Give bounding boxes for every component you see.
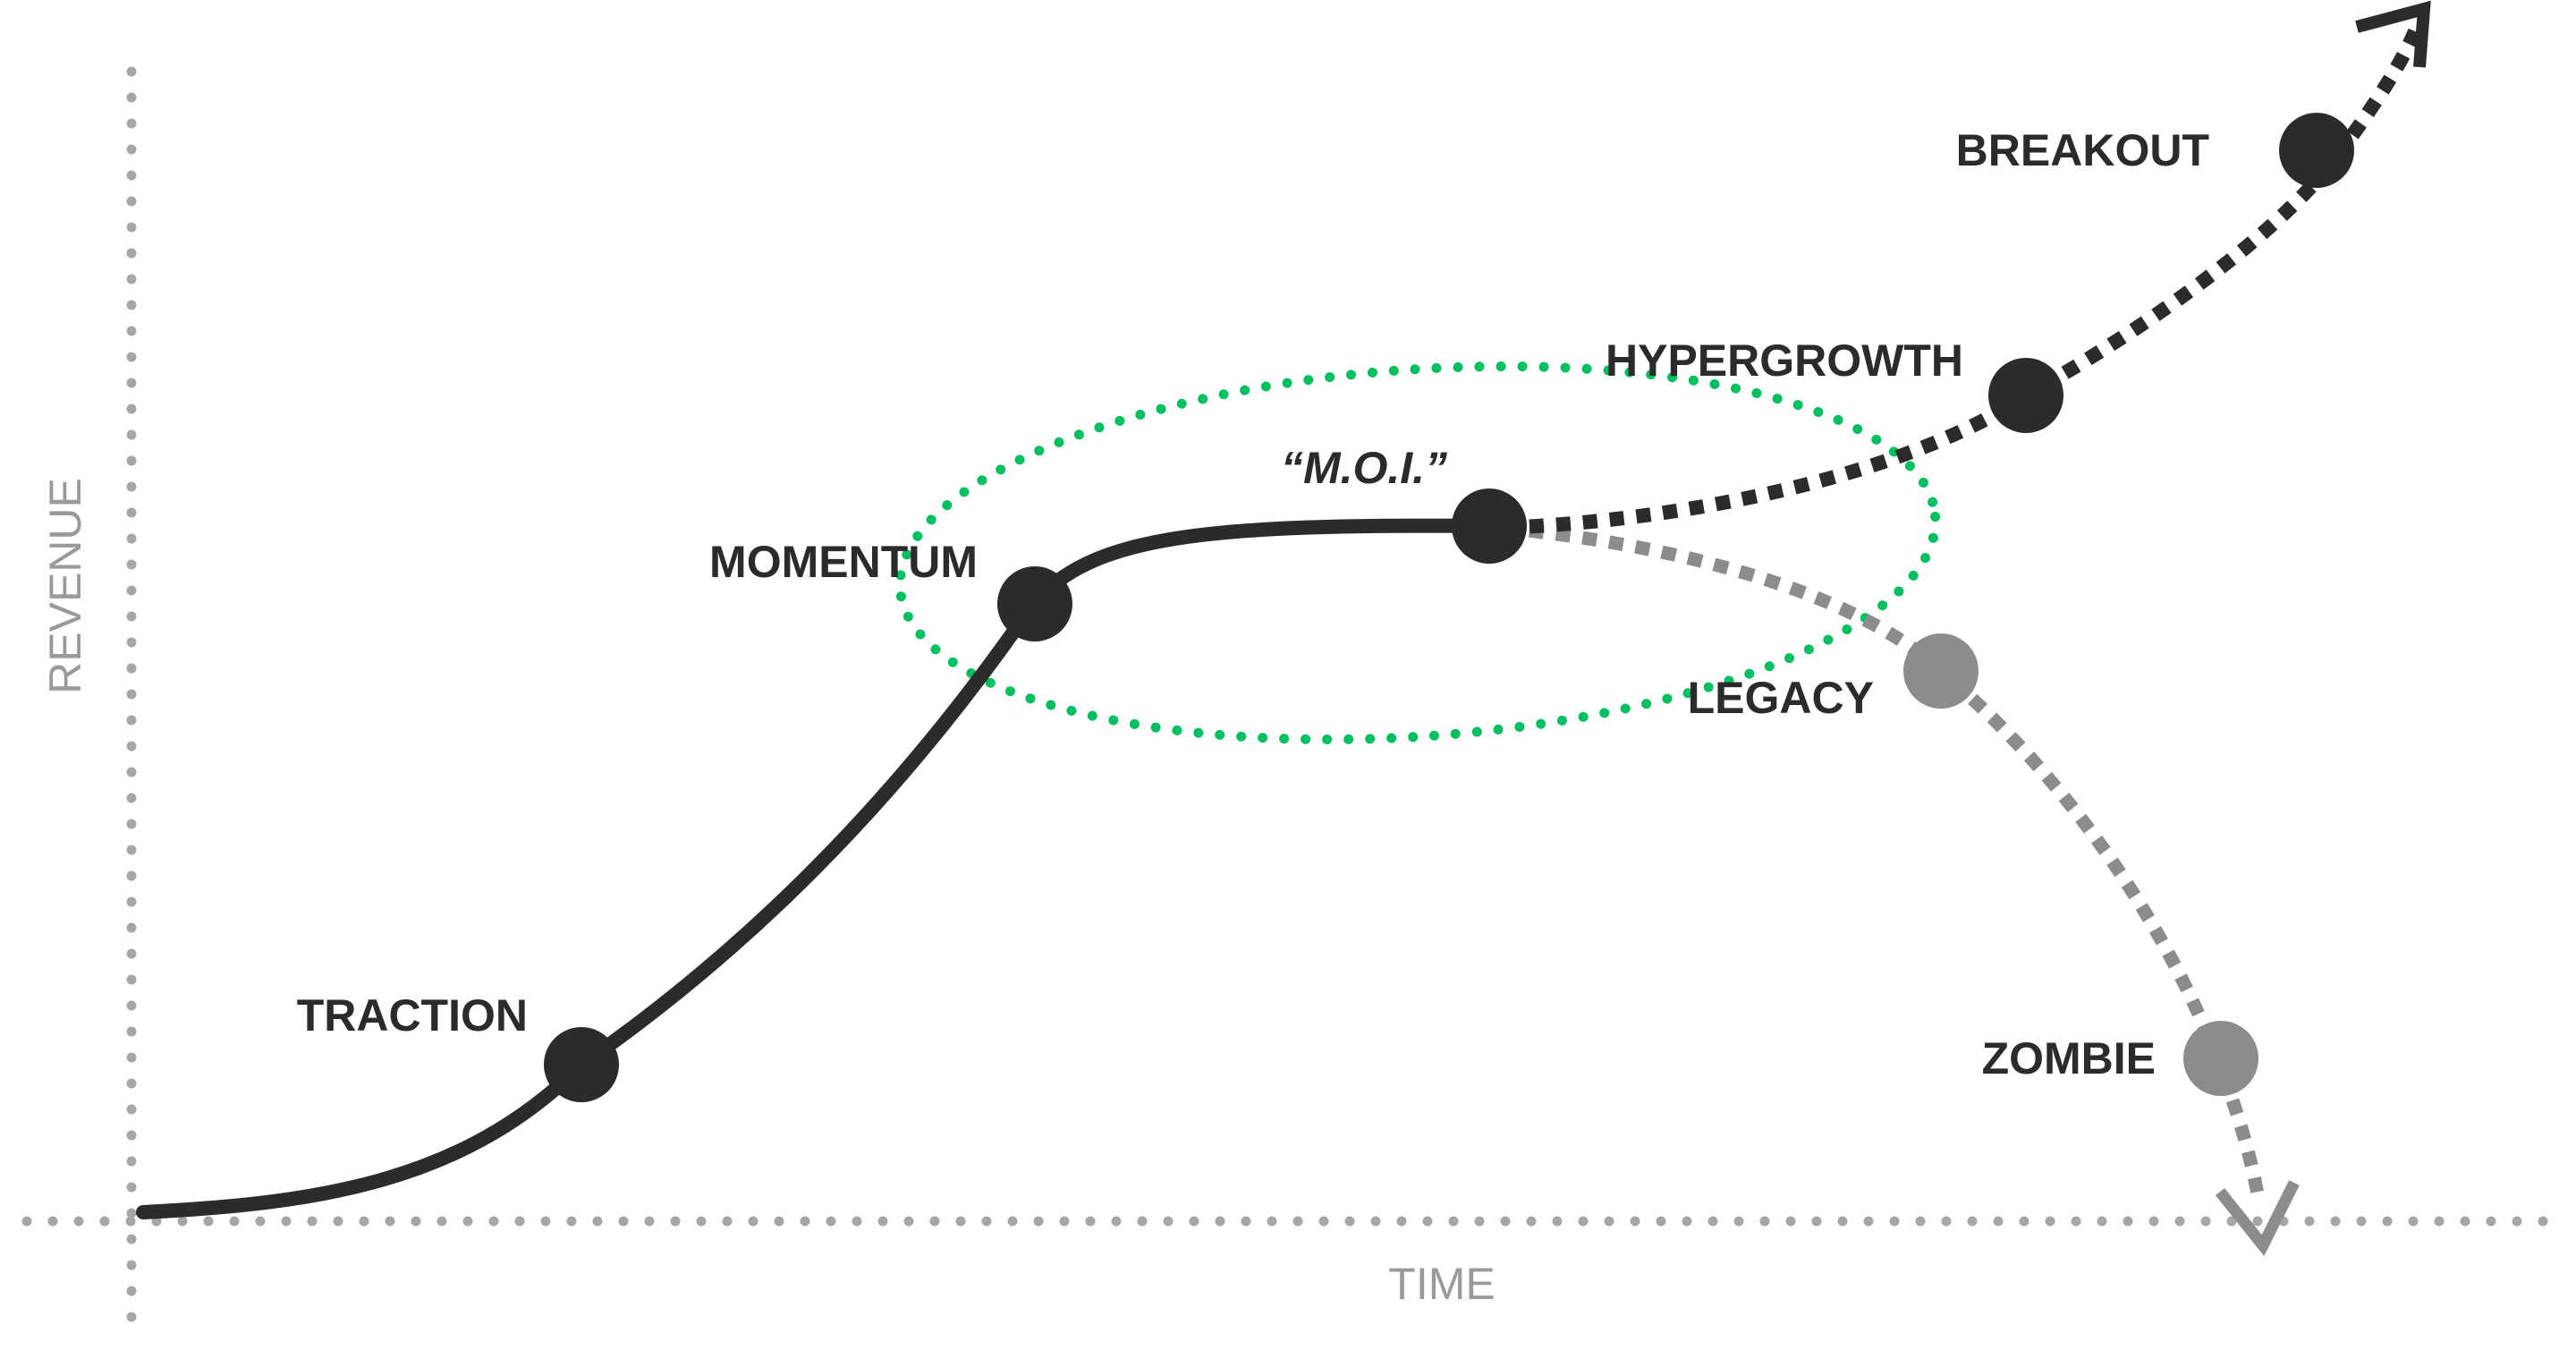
breakout-marker bbox=[2279, 113, 2354, 188]
traction-label: TRACTION bbox=[297, 990, 528, 1040]
moi-label: “M.O.I.” bbox=[1281, 443, 1447, 493]
hypergrowth-label: HYPERGROWTH bbox=[1606, 336, 1963, 386]
decline-branch bbox=[1502, 521, 2267, 1205]
traction-marker bbox=[544, 1027, 619, 1102]
zombie-label: ZOMBIE bbox=[1982, 1033, 2156, 1083]
x-axis-label: TIME bbox=[1388, 1259, 1495, 1309]
legacy-marker bbox=[1903, 633, 1979, 709]
moi-marker bbox=[1452, 488, 1527, 564]
legacy-label: LEGACY bbox=[1688, 673, 1874, 723]
zombie-marker bbox=[2183, 1021, 2258, 1096]
breakout-label: BREAKOUT bbox=[1956, 125, 2209, 175]
momentum-label: MOMENTUM bbox=[709, 537, 978, 587]
highlight-ellipse-outline bbox=[894, 361, 1941, 744]
decline-arrowhead bbox=[2215, 1180, 2300, 1256]
momentum-marker bbox=[997, 566, 1072, 641]
hypergrowth-marker bbox=[1988, 358, 2063, 433]
growth-arrowhead bbox=[2355, 0, 2431, 68]
y-axis-label: REVENUE bbox=[40, 478, 90, 694]
growth-branch bbox=[1502, 28, 2422, 535]
growth-curve bbox=[136, 518, 1496, 1219]
